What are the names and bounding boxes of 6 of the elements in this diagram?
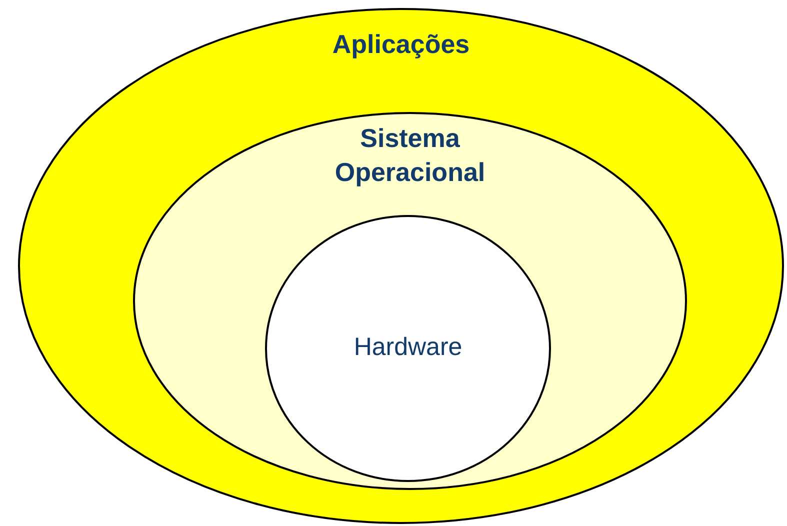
layer-circle [265,215,551,482]
layer-label: Aplicações [331,28,471,61]
layer-label: Sistema Operacional [334,122,486,189]
layer-ellipse [133,112,687,490]
layer-label: Hardware [352,332,464,363]
layer-ellipse [18,8,784,524]
